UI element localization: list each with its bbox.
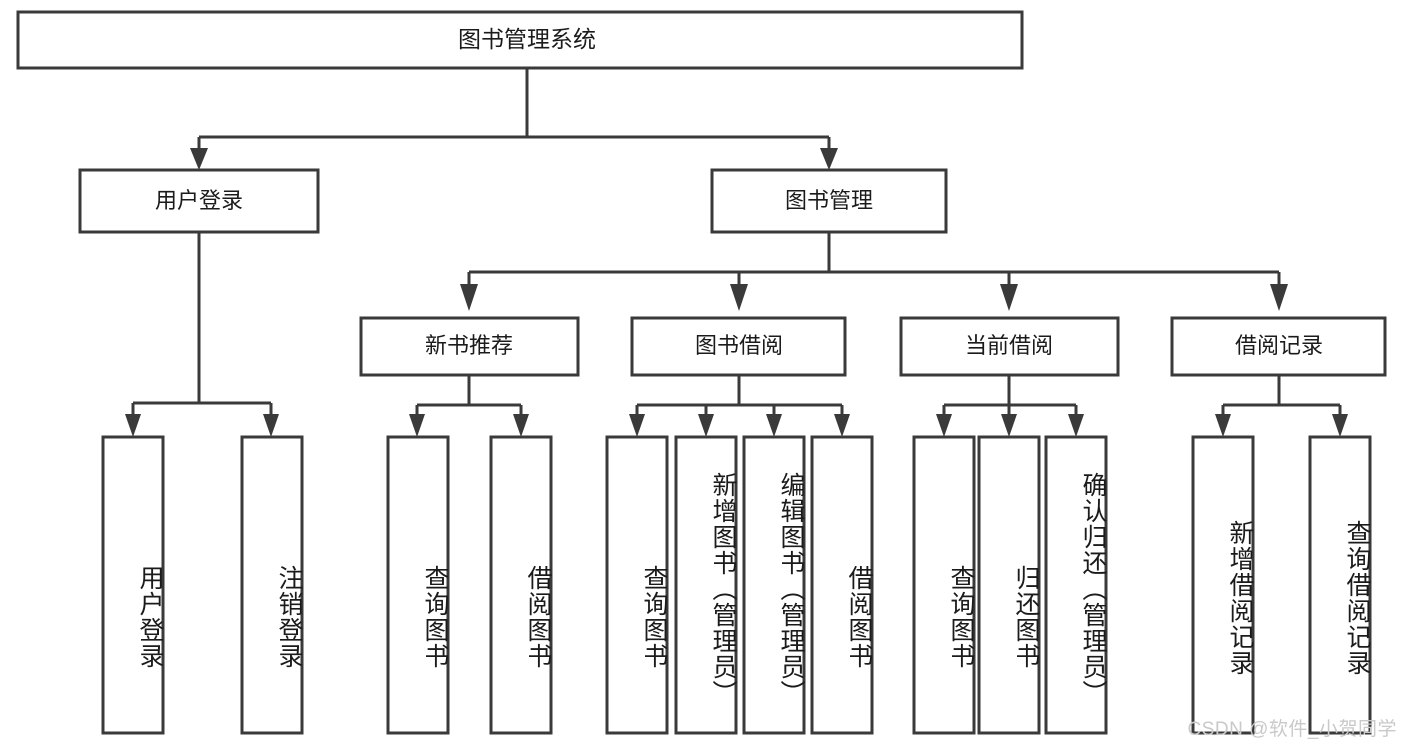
- connector-group-bookmanage: [460, 232, 1288, 311]
- node-box-leaf-logout[interactable]: [240, 435, 304, 735]
- node-label-book-manage: 图书管理: [785, 188, 873, 213]
- node-box-leaf-query-book-3[interactable]: [912, 435, 976, 735]
- node-label-new-book-recommend: 新书推荐: [425, 333, 513, 358]
- arrow-head-leaf-confirm-return: [1068, 414, 1084, 437]
- arrow-head-bookmanage: [820, 148, 838, 170]
- node-box-leaf-add-book[interactable]: [674, 435, 738, 735]
- node-label-book-borrow: 图书借阅: [695, 333, 783, 358]
- arrow-head-leaf-query-book-3: [936, 414, 952, 437]
- connector-group-current-borrow: [936, 375, 1084, 437]
- arrow-head-leaf-add-record: [1215, 414, 1231, 437]
- node-box-leaf-user-login[interactable]: [101, 435, 165, 735]
- node-box-leaf-borrow-book-1[interactable]: [489, 435, 553, 735]
- arrow-head-leaf-borrow-book-2: [834, 414, 850, 437]
- arrow-head-leaf-add-book: [698, 414, 714, 437]
- connector-group-book-borrow: [629, 375, 850, 437]
- arrow-head-leaf-return-book: [1001, 414, 1017, 437]
- node-box-leaf-return-book[interactable]: [977, 435, 1041, 735]
- node-box-leaf-borrow-book-2[interactable]: [810, 435, 874, 735]
- node-box-leaf-edit-book[interactable]: [742, 435, 806, 735]
- node-box-leaf-query-book-2[interactable]: [605, 435, 669, 735]
- node-label-root: 图书管理系统: [458, 26, 596, 52]
- node-box-user-login[interactable]: [78, 168, 320, 234]
- arrow-head-leaf-user-login: [125, 414, 141, 437]
- connector-group-new-book-recommend: [409, 375, 529, 437]
- node-box-leaf-query-book-1[interactable]: [386, 435, 450, 735]
- arrow-head-book-borrow: [730, 284, 748, 311]
- csdn-watermark: CSDN @软件_小贺同学: [1187, 719, 1397, 740]
- arrow-head-userlogin: [190, 148, 208, 170]
- node-box-book-borrow[interactable]: [630, 316, 847, 377]
- connector-group-root: [190, 68, 838, 170]
- arrow-head-leaf-query-book-1: [409, 414, 425, 437]
- node-box-new-book-recommend[interactable]: [359, 316, 580, 377]
- arrow-head-leaf-query-book-2: [629, 414, 645, 437]
- arrow-head-leaf-logout: [263, 414, 279, 437]
- arrow-head-current-borrow: [1000, 284, 1018, 311]
- arrow-head-borrow-record: [1270, 284, 1288, 311]
- node-box-root[interactable]: [16, 10, 1024, 70]
- arrow-head-leaf-edit-book: [766, 414, 782, 437]
- node-box-leaf-query-record[interactable]: [1308, 435, 1372, 735]
- arrow-head-leaf-query-record: [1332, 414, 1348, 437]
- node-box-leaf-confirm-return[interactable]: [1044, 435, 1108, 735]
- node-label-user-login: 用户登录: [155, 188, 243, 213]
- node-label-borrow-record: 借阅记录: [1235, 333, 1323, 358]
- node-box-borrow-record[interactable]: [1170, 316, 1387, 377]
- connector-group-borrow-record: [1215, 375, 1348, 437]
- arrow-head-new-book-recommend: [460, 284, 478, 311]
- node-label-current-borrow: 当前借阅: [965, 333, 1053, 358]
- arrow-head-leaf-borrow-book-1: [513, 414, 529, 437]
- node-box-leaf-add-record[interactable]: [1191, 435, 1255, 735]
- node-box-book-manage[interactable]: [710, 168, 948, 234]
- connector-group-userlogin: [125, 232, 279, 437]
- node-box-current-borrow[interactable]: [899, 316, 1120, 377]
